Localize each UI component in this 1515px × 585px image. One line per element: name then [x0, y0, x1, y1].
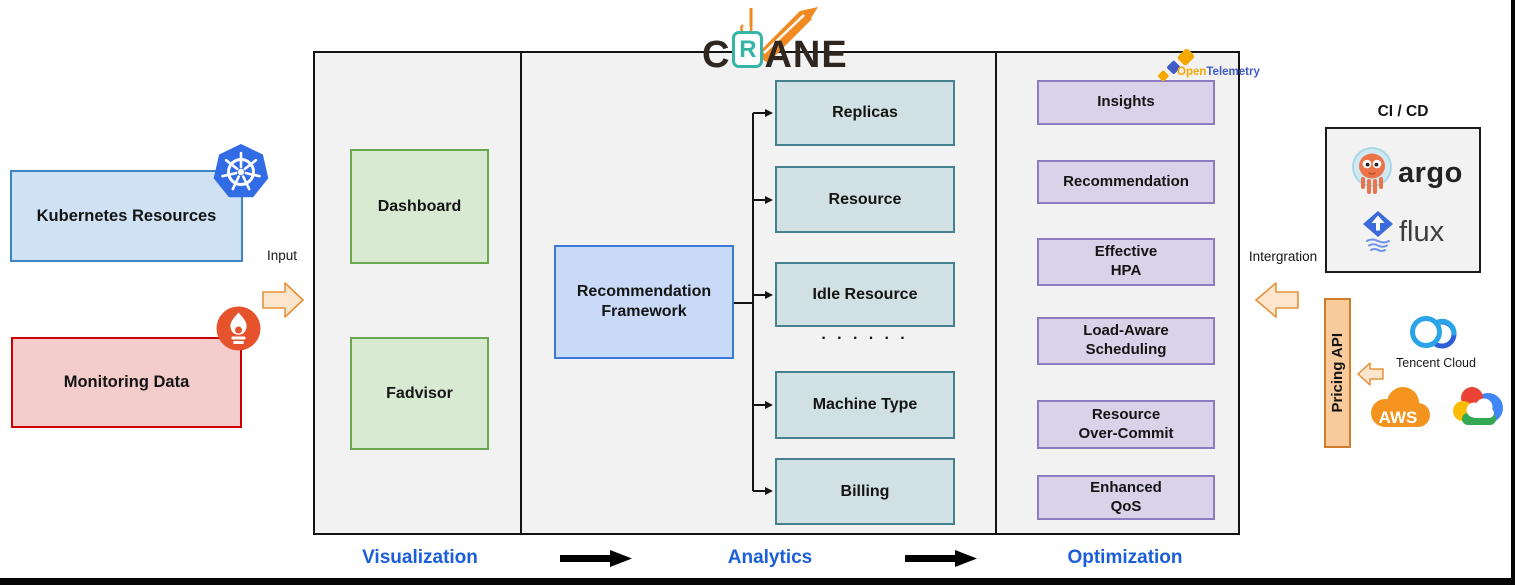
opentelemetry-text-open: Open [1177, 66, 1207, 78]
argo-icon [1352, 147, 1392, 194]
machine-type-box: Machine Type [775, 371, 955, 439]
pricing-api-label: Pricing API [1329, 333, 1346, 413]
crane-wordmark: C R ANE [702, 31, 848, 76]
flux-row: flux [1363, 211, 1444, 253]
resource-box: Resource [775, 166, 955, 233]
flux-icon [1363, 211, 1393, 252]
recommendation-framework-box: Recommendation Framework [554, 245, 734, 359]
more-recommenders-ellipsis: · · · · · · [821, 330, 909, 347]
opentelemetry-icon [1158, 48, 1195, 82]
opentelemetry-wordmark: OpenTelemetry [1177, 66, 1260, 78]
crane-letter-c: C [702, 33, 731, 76]
cicd-box: argo flux [1325, 127, 1481, 273]
input-label: Input [266, 248, 298, 263]
opentelemetry-logo: OpenTelemetry [1156, 48, 1281, 85]
crane-letter-r-block: R [732, 31, 764, 68]
recommendation-box: Recommendation [1037, 160, 1215, 204]
cicd-title: CI / CD [1377, 103, 1429, 120]
billing-box: Billing [775, 458, 955, 525]
section-divider-1 [520, 53, 522, 533]
flux-label: flux [1399, 215, 1445, 248]
crane-letters-ane: ANE [764, 33, 848, 76]
idle-resource-box: Idle Resource [775, 262, 955, 327]
optimization-flow-label: Optimization [1067, 547, 1183, 568]
kubernetes-icon [213, 144, 269, 198]
flow-arrow-2-icon [905, 550, 977, 567]
fadvisor-box: Fadvisor [350, 337, 489, 450]
flow-arrow-1-icon [560, 550, 632, 567]
insights-box: Insights [1037, 80, 1215, 125]
monitoring-data-box: Monitoring Data [11, 337, 242, 428]
pipeline-panel: Dashboard Fadvisor Recommendation Framew… [313, 51, 1240, 535]
google-cloud-icon [1453, 387, 1503, 425]
kubernetes-resources-box: Kubernetes Resources [10, 170, 243, 262]
dashboard-box: Dashboard [350, 149, 489, 264]
prometheus-icon [216, 306, 261, 351]
section-divider-2 [995, 53, 997, 533]
integration-label: Intergration [1248, 249, 1318, 264]
crane-logo: C R ANE [698, 3, 848, 76]
aws-label: AWS [1379, 408, 1418, 427]
tencent-cloud-icon [1410, 316, 1457, 349]
replicas-box: Replicas [775, 80, 955, 146]
argo-label: argo [1398, 156, 1463, 189]
input-arrow-icon [262, 282, 304, 318]
effective-hpa-box: Effective HPA [1037, 238, 1215, 286]
frame-bottom-edge [0, 578, 1515, 585]
pricing-api-box: Pricing API [1324, 298, 1351, 448]
aws-cloud-icon: AWS [1371, 387, 1430, 427]
integration-arrow-icon [1255, 282, 1299, 318]
argo-row: argo [1349, 147, 1463, 199]
analytics-flow-label: Analytics [727, 547, 813, 568]
resource-over-commit-box: Resource Over-Commit [1037, 400, 1215, 449]
load-aware-scheduling-box: Load-Aware Scheduling [1037, 317, 1215, 365]
pricing-arrow-icon [1357, 362, 1384, 386]
enhanced-qos-box: Enhanced QoS [1037, 475, 1215, 520]
frame-right-edge [1511, 0, 1515, 585]
tencent-cloud-label: Tencent Cloud [1396, 356, 1476, 370]
opentelemetry-text-telemetry: Telemetry [1206, 66, 1260, 78]
visualization-flow-label: Visualization [362, 547, 478, 568]
